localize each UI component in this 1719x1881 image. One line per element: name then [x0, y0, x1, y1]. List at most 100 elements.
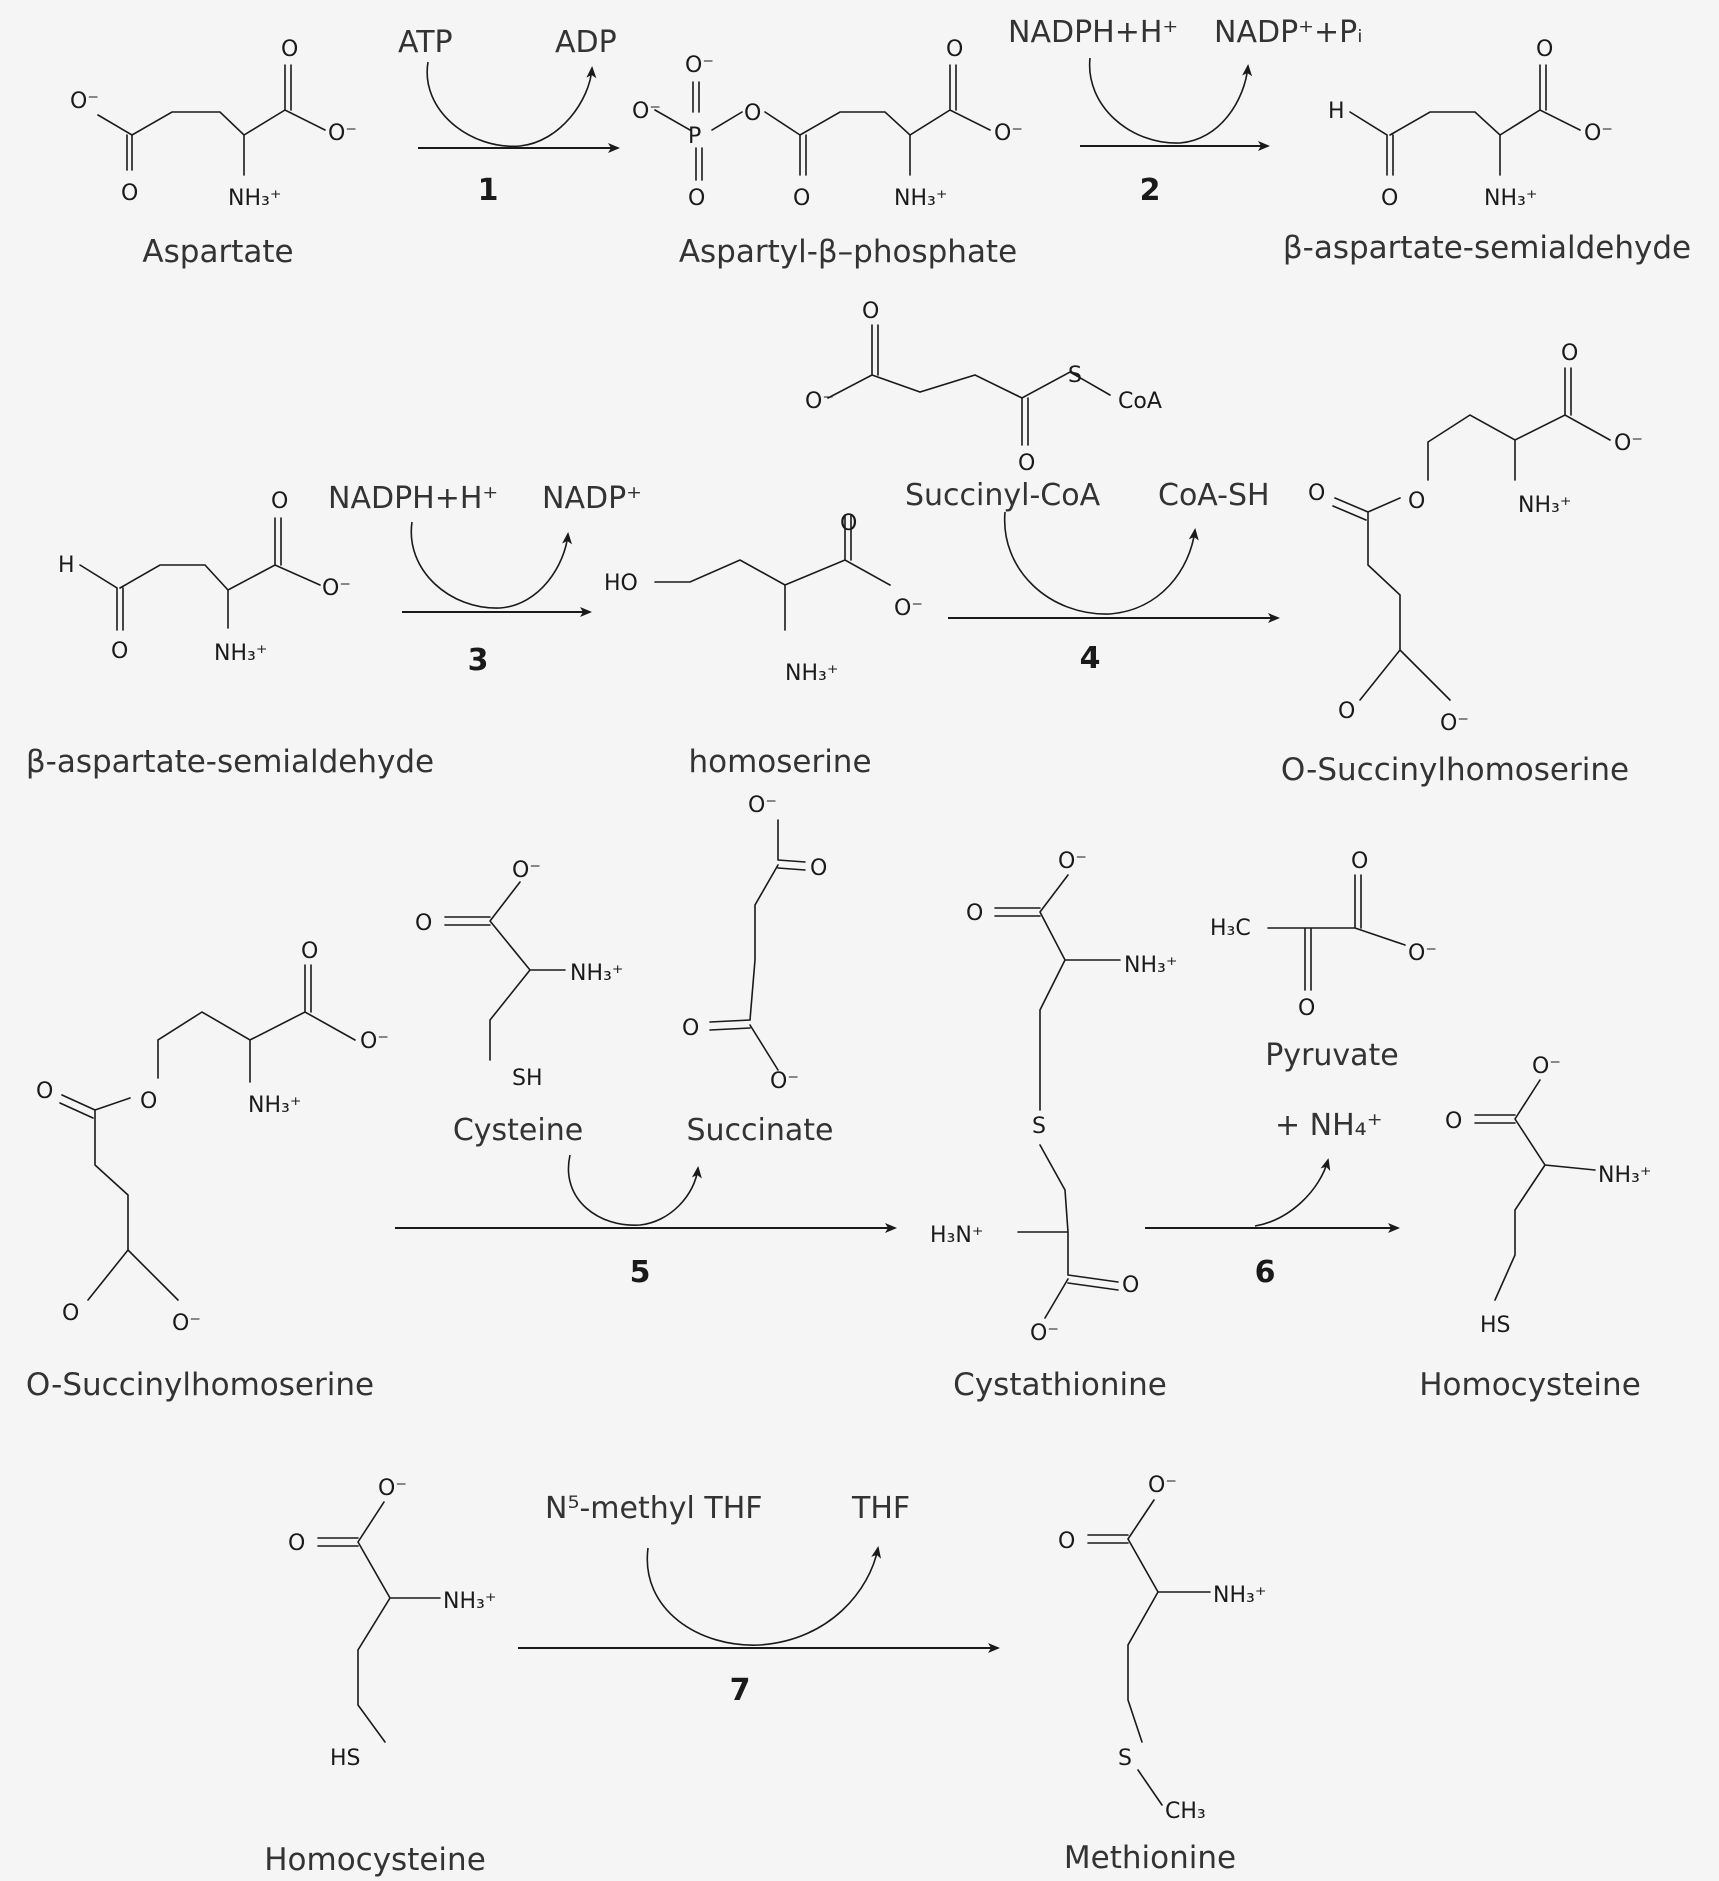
- o-atom: O: [288, 1531, 305, 1556]
- reaction-step-3: NADPH+H⁺ NADP⁺ 3: [328, 481, 642, 678]
- thioether-sulfur: S: [1118, 1746, 1132, 1771]
- o-minus-atom: O⁻: [1030, 1321, 1059, 1346]
- amine-group: NH₃⁺: [1484, 186, 1537, 211]
- o-atom: O: [281, 37, 298, 62]
- o-atom: O: [946, 37, 963, 62]
- reagent-succinate: Succinate: [687, 1113, 834, 1148]
- o-atom: O: [62, 1301, 79, 1326]
- amine-group: H₃N⁺: [930, 1223, 983, 1248]
- homoserine-structure: HO O O⁻ NH₃⁺ homoserine: [604, 511, 923, 780]
- cofactor-curve-arrow: [1088, 57, 1253, 144]
- o-atom: O: [862, 299, 879, 324]
- step-number-2: 2: [1140, 173, 1161, 208]
- o-atom: O: [271, 489, 288, 514]
- amine-group: NH₃⁺: [1598, 1163, 1651, 1188]
- o-atom: O: [1381, 186, 1398, 211]
- hydroxyl-group: HO: [604, 571, 638, 596]
- amine-group: NH₃⁺: [785, 661, 838, 686]
- o-atom: O: [1018, 451, 1035, 476]
- o-atom: O: [1445, 1109, 1462, 1134]
- hydrogen-atom: H: [58, 553, 75, 578]
- thiol-group: HS: [330, 1746, 361, 1771]
- o-minus-atom: O⁻: [1614, 431, 1643, 456]
- o-minus-atom: O⁻: [1058, 849, 1087, 874]
- o-minus-atom: O⁻: [894, 596, 923, 621]
- o-atom: O: [1338, 699, 1355, 724]
- o-minus-atom: O⁻: [1148, 1473, 1177, 1498]
- o-minus-atom: O⁻: [685, 53, 714, 78]
- o-atom: O: [744, 101, 761, 126]
- aspartate-structure: O⁻ O O O⁻ NH₃⁺ Aspartate: [70, 37, 357, 270]
- o-atom: O: [682, 1016, 699, 1041]
- amine-group: NH₃⁺: [1124, 953, 1177, 978]
- reagent-nadph: NADPH+H⁺: [1008, 15, 1178, 50]
- reagent-coa-sh: CoA-SH: [1158, 478, 1270, 513]
- reagent-cysteine: Cysteine: [453, 1113, 583, 1148]
- o-minus-atom: O⁻: [322, 576, 351, 601]
- o-minus-atom: O⁻: [1440, 711, 1469, 736]
- reaction-step-6: + NH₄⁺ 6: [1145, 1108, 1400, 1290]
- compound-name-homocysteine: Homocysteine: [264, 1842, 486, 1878]
- o-atom: O: [36, 1079, 53, 1104]
- cofactor-curve-arrow: [1003, 511, 1199, 615]
- o-atom: O: [121, 181, 138, 206]
- reagent-atp: ATP: [398, 25, 453, 60]
- o-minus-atom: O⁻: [748, 793, 777, 818]
- methionine-structure: O O⁻ NH₃⁺ S CH₃ Methionine: [1058, 1473, 1266, 1876]
- coa-group: CoA: [1118, 389, 1162, 414]
- cysteine-structure: O O⁻ NH₃⁺ SH Cysteine: [415, 858, 623, 1148]
- reagent-succinyl-coa: Succinyl-CoA: [905, 478, 1101, 513]
- o-atom: O: [415, 911, 432, 936]
- methyl-group: H₃C: [1210, 916, 1251, 941]
- amine-group: NH₃⁺: [443, 1589, 496, 1614]
- compound-name-semialdehyde: β-aspartate-semialdehyde: [26, 744, 434, 780]
- reaction-step-4: Succinyl-CoA CoA-SH 4: [905, 478, 1280, 676]
- o-atom: O: [810, 856, 827, 881]
- thiol-group: HS: [1480, 1313, 1511, 1338]
- sulfur-atom: S: [1068, 363, 1082, 388]
- step-number-6: 6: [1255, 1255, 1276, 1290]
- reaction-step-2: NADPH+H⁺ NADP⁺+Pᵢ 2: [1008, 15, 1363, 208]
- amine-group: NH₃⁺: [570, 961, 623, 986]
- compound-name-succinylhomoserine: O-Succinylhomoserine: [26, 1367, 374, 1403]
- compound-name-aspartyl-phosphate: Aspartyl-β–phosphate: [679, 234, 1017, 270]
- cofactor-curve-arrow: [1254, 1158, 1331, 1227]
- compound-name-homocysteine: Homocysteine: [1419, 1367, 1641, 1403]
- o-atom: O: [1308, 481, 1325, 506]
- o-atom: O: [1561, 341, 1578, 366]
- semialdehyde-structure: H O O O⁻ NH₃⁺ β-aspartate-semialdehyde: [26, 489, 434, 780]
- o-atom: O: [1351, 849, 1368, 874]
- step-number-4: 4: [1080, 641, 1101, 676]
- compound-name-aspartate: Aspartate: [142, 234, 293, 270]
- amine-group: NH₃⁺: [214, 641, 267, 666]
- o-atom: O: [111, 639, 128, 664]
- amine-group: NH₃⁺: [248, 1093, 301, 1118]
- o-minus-atom: O⁻: [360, 1029, 389, 1054]
- cofactor-curve-arrow: [646, 1546, 882, 1646]
- homocysteine-structure: O O⁻ NH₃⁺ HS Homocysteine: [1419, 1054, 1651, 1403]
- o-minus-atom: O⁻: [328, 121, 357, 146]
- o-atom: O: [301, 939, 318, 964]
- reaction-step-5: 5: [395, 1154, 897, 1290]
- reagent-thf: THF: [851, 1491, 910, 1526]
- reagent-nadp: NADP⁺: [542, 481, 642, 516]
- methyl-group: CH₃: [1165, 1799, 1206, 1824]
- aspartyl-phosphate-structure: O⁻ O⁻ P O O O O O⁻ NH₃⁺ Aspartyl-β–phosp…: [632, 37, 1023, 270]
- succinylhomoserine-structure: O O O O⁻ NH₃⁺ O O⁻ O-Succinylhomoserine: [1281, 341, 1643, 788]
- compound-name-succinylhomoserine: O-Succinylhomoserine: [1281, 752, 1629, 788]
- step-number-3: 3: [468, 643, 489, 678]
- cystathionine-structure: O O⁻ NH₃⁺ S H₃N⁺ O O⁻ Cystathionine: [930, 849, 1177, 1403]
- o-minus-atom: O⁻: [994, 121, 1023, 146]
- phosphorus-atom: P: [688, 124, 701, 149]
- amine-group: NH₃⁺: [1213, 1583, 1266, 1608]
- o-atom: O: [688, 186, 705, 211]
- reagent-adp: ADP: [555, 25, 617, 60]
- step-number-1: 1: [478, 173, 499, 208]
- o-atom: O: [1298, 996, 1315, 1021]
- o-atom: O: [840, 511, 857, 536]
- reagent-ammonium: + NH₄⁺: [1275, 1108, 1383, 1143]
- o-minus-atom: O⁻: [1584, 121, 1613, 146]
- cofactor-curve-arrow: [567, 1154, 702, 1226]
- o-minus-atom: O⁻: [70, 89, 99, 114]
